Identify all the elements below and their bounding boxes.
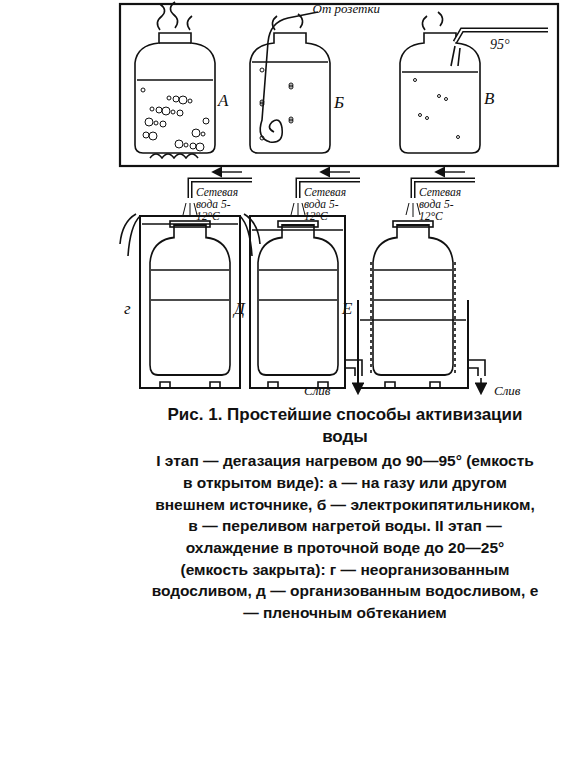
figure-letter: Е [342,300,358,318]
bubble [201,132,205,136]
bubble [203,118,209,124]
drain-pipe [345,360,362,376]
bubble [171,110,175,114]
power-cord [268,12,318,42]
bubble [190,143,196,149]
flame [150,154,198,158]
bubble [260,68,264,72]
jar [150,225,230,375]
bubble [156,107,162,113]
bubble [438,95,441,98]
immersion-heater [260,42,282,142]
tub [250,216,345,388]
bubble [160,121,166,127]
jar [400,33,480,153]
bubble [184,143,188,147]
annotation: От розетки [310,2,380,16]
annotation: Слив [494,384,539,398]
figure-letter: А [218,92,238,110]
figure-letter: г [124,300,140,318]
bubble [154,121,158,125]
bubble [289,117,293,121]
flow-arrow [322,171,350,172]
annotation: Сетевая вода 5-12°С [304,186,350,222]
jar [373,225,453,375]
bubble [419,114,422,117]
bubble [175,140,183,148]
tub [140,216,240,388]
jar [258,225,338,375]
bubble [149,132,157,140]
bubble [188,99,192,103]
water-film [371,262,455,375]
figure-letter: Б [334,94,354,112]
bubble [260,136,264,140]
bubble [167,96,171,100]
figure-title: Рис. 1. Простейшие способы активизации в… [150,404,540,448]
annotation: Слив [304,384,349,398]
overflow [120,214,260,256]
bubble [162,107,170,115]
bubble [173,96,179,102]
bubble [260,100,264,104]
drain-pipe [468,360,485,376]
jar [135,33,215,153]
figure-letter: Д [234,300,250,318]
bubble [150,107,154,111]
bubble [141,88,145,92]
figure-letter: В [484,90,504,108]
bubble [192,129,200,137]
bubble [177,110,183,116]
bubble [143,132,149,138]
bubble [179,96,187,104]
annotation: Сетевая вода 5-12°С [419,186,465,222]
annotation: 95° [490,38,530,53]
panel-frame [120,4,558,166]
steam [157,2,192,30]
flow-arrow [214,171,242,172]
bubble [445,98,448,101]
bubble [196,143,204,151]
figure-caption-text: I этап — дегазация нагревом до 90—95° (е… [150,450,540,624]
figure-caption: Рис. 1. Простейшие способы активизации в… [150,404,540,624]
jar [250,33,330,153]
bubble [145,118,153,126]
bubble [426,117,429,120]
flow-arrow [437,171,465,172]
bubble [414,79,417,82]
bubble [289,83,293,87]
annotation: Сетевая вода 5-12°С [196,186,242,222]
bubble [457,136,460,139]
